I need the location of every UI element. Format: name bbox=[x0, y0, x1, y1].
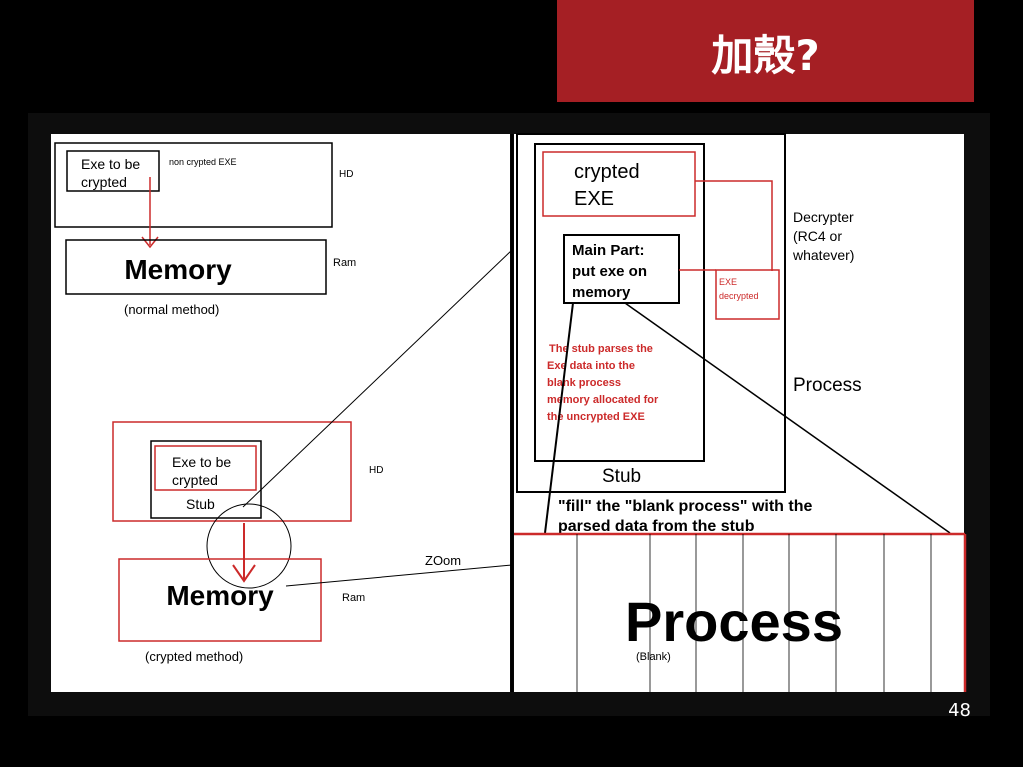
hd-label-top: HD bbox=[339, 169, 353, 180]
main-part-box bbox=[563, 234, 680, 304]
stub-box-right bbox=[534, 143, 705, 462]
non-crypted-label: non crypted EXE bbox=[169, 157, 237, 167]
exe-box-top-line2: crypted bbox=[81, 174, 127, 190]
decrypter-line1: Decrypter bbox=[793, 209, 854, 225]
decrypter-line3: whatever) bbox=[792, 247, 854, 263]
slide-title: 加殼? bbox=[711, 31, 820, 80]
zoom-line-lower bbox=[285, 564, 513, 587]
process-memory-bg bbox=[514, 534, 965, 692]
stub-note-line1: The stub parses the bbox=[549, 343, 653, 355]
page-number: 48 bbox=[948, 700, 971, 721]
decrypter-path bbox=[695, 180, 773, 271]
main-part-line3: memory bbox=[572, 284, 631, 301]
crypted-exe-box bbox=[542, 151, 696, 217]
exe-decrypted-line1: EXE bbox=[719, 277, 737, 287]
stub-label-right: Stub bbox=[602, 466, 641, 487]
title-banner: 加殼? bbox=[557, 0, 974, 102]
stub-label-left: Stub bbox=[186, 496, 215, 512]
exe-box-bottom-line1: Exe to be bbox=[172, 454, 231, 470]
exe-box-top-line1: Exe to be bbox=[81, 156, 140, 172]
memory-label-bottom: Memory bbox=[166, 580, 274, 611]
blank-label: (Blank) bbox=[636, 651, 671, 663]
fill-line-left bbox=[544, 302, 574, 534]
stub-note-line4: memory allocated for bbox=[547, 394, 659, 406]
hd-box-top bbox=[54, 142, 333, 228]
memory-box-top bbox=[65, 239, 327, 295]
fill-note-line1: "fill" the "blank process" with the bbox=[558, 498, 812, 515]
exe-box-bottom bbox=[154, 445, 257, 491]
diagram-canvas: Exe to be crypted non crypted EXE HD Mem… bbox=[51, 133, 967, 692]
arrow-bottom-head bbox=[232, 564, 256, 583]
stub-note-line2: Exe data into the bbox=[547, 360, 635, 372]
memory-label-top: Memory bbox=[124, 254, 232, 285]
ram-label-bottom: Ram bbox=[342, 592, 365, 604]
crypted-exe-line1: crypted bbox=[574, 161, 640, 183]
fill-line-right bbox=[624, 302, 951, 534]
decrypter-line2: (RC4 or bbox=[793, 228, 842, 244]
exe-decrypted-line2: decrypted bbox=[719, 291, 759, 301]
ram-label-top: Ram bbox=[333, 257, 356, 269]
crypted-exe-line2: EXE bbox=[574, 188, 614, 210]
diagram-area: Exe to be crypted non crypted EXE HD Mem… bbox=[28, 113, 990, 716]
process-big-label: Process bbox=[625, 590, 843, 653]
stub-note-line5: the uncrypted EXE bbox=[547, 411, 645, 423]
zoom-label: ZOom bbox=[425, 553, 461, 568]
stub-box-left bbox=[150, 440, 262, 519]
exe-box-top bbox=[66, 150, 160, 192]
fill-note-line2: parsed data from the stub bbox=[558, 518, 755, 535]
normal-method-label: (normal method) bbox=[124, 302, 219, 317]
left-panel bbox=[51, 134, 510, 692]
process-label: Process bbox=[793, 375, 862, 396]
main-part-line2: put exe on bbox=[572, 263, 647, 280]
process-memory-block bbox=[514, 532, 967, 692]
stub-note-line3: blank process bbox=[547, 377, 621, 389]
process-outer-box bbox=[516, 133, 786, 493]
crypted-method-label: (crypted method) bbox=[145, 649, 243, 664]
hd-box-bottom bbox=[112, 421, 352, 522]
memory-box-bottom bbox=[118, 558, 322, 642]
main-part-line1: Main Part: bbox=[572, 242, 645, 259]
exe-box-bottom-line2: crypted bbox=[172, 472, 218, 488]
zoom-line-upper bbox=[242, 249, 513, 508]
exe-decrypted-box bbox=[715, 269, 780, 320]
hd-label-bottom: HD bbox=[369, 465, 383, 476]
zoom-circle bbox=[206, 503, 292, 589]
